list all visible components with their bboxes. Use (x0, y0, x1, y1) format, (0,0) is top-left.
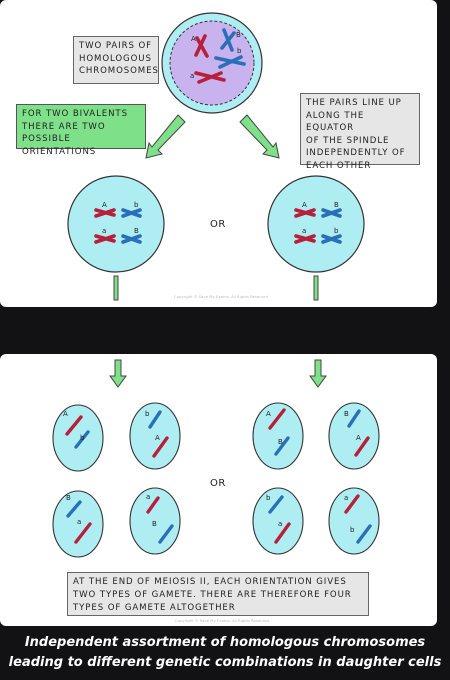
allele-label: b (134, 201, 139, 209)
nuclear-envelope (169, 20, 255, 106)
chromosome-blue-2 (214, 55, 246, 69)
allele-label: A (155, 434, 160, 442)
allele-label: A (102, 201, 107, 209)
gamete-cell: B A (328, 402, 380, 470)
allele-label: A (302, 201, 307, 209)
end-meiosis-label: AT THE END OF MEIOSIS II, EACH ORIENTATI… (67, 572, 369, 616)
allele-label: B (134, 227, 139, 235)
allele-label: b (350, 526, 355, 534)
allele-label: a (278, 520, 282, 528)
gamete-cell: b a (252, 487, 304, 555)
allele-label: b (334, 227, 339, 235)
allele-label: B (236, 31, 241, 39)
allele-label: A (63, 410, 68, 418)
copyright-text: Copyright © Save My Exams. All Rights Re… (174, 294, 268, 299)
meiosis-orientation-diagram: A b B a A b a B (67, 12, 365, 301)
gamete-cell: B a (52, 490, 104, 558)
arrow-stub-right (313, 275, 319, 301)
allele-label: B (344, 410, 349, 418)
allele-label: a (146, 493, 150, 501)
pairs-line-up-label: THE PAIRS LINE UP ALONG THE EQUATOR OF T… (300, 93, 420, 171)
parent-cell: A b B a (161, 12, 263, 114)
allele-label: b (237, 47, 242, 55)
caption-line-2: leading to different genetic combination… (8, 655, 442, 670)
bottom-panel: A b b A B a a B A (0, 354, 437, 626)
allele-label: a (302, 227, 306, 235)
gamete-cell: b A (129, 402, 181, 470)
allele-label: b (266, 494, 271, 502)
gamete-cell: A b (52, 404, 104, 472)
chromosome-red-2 (194, 71, 226, 84)
copyright-text: Copyright © Save My Exams. All Rights Re… (175, 618, 269, 623)
caption-line-1: Independent assortment of homologous chr… (24, 635, 426, 650)
allele-label: a (190, 72, 194, 80)
arrow-down-right-icon (309, 359, 327, 388)
gamete-cell: A B (252, 402, 304, 470)
figure-caption: Independent assortment of homologous chr… (0, 633, 450, 673)
allele-label: B (334, 201, 339, 209)
two-pairs-label: TWO PAIRS OF HOMOLOGOUS CHROMOSOMES (73, 36, 159, 84)
gamete-cell: a b (328, 487, 380, 555)
arrow-stub-left (113, 275, 119, 301)
gamete-diagram: A b b A B a a B A (52, 359, 380, 558)
allele-label: a (77, 518, 81, 526)
allele-label: b (145, 410, 150, 418)
arrow-right-icon (239, 114, 280, 159)
or-label-top: OR (210, 219, 226, 230)
allele-label: a (344, 494, 348, 502)
gamete-cell: a B (129, 487, 181, 555)
allele-label: A (266, 410, 271, 418)
chromosome-red-1 (194, 34, 209, 58)
orientation-2-cell: A B a b (267, 175, 365, 273)
chromosome-blue-1 (220, 28, 236, 52)
allele-label: a (102, 227, 106, 235)
allele-label: A (356, 434, 361, 442)
bivalents-label: FOR TWO BIVALENTS THERE ARE TWO POSSIBLE… (16, 104, 146, 157)
allele-label: B (152, 520, 157, 528)
allele-label: B (278, 438, 283, 446)
allele-label: A (191, 35, 196, 43)
allele-label: B (66, 494, 71, 502)
top-panel: A b B a A b a B (0, 0, 437, 307)
or-label-bottom: OR (210, 478, 226, 489)
allele-label: b (80, 434, 85, 442)
arrow-left-icon (145, 114, 186, 159)
orientation-1-cell: A b a B (67, 175, 165, 273)
arrow-down-left-icon (109, 359, 127, 388)
